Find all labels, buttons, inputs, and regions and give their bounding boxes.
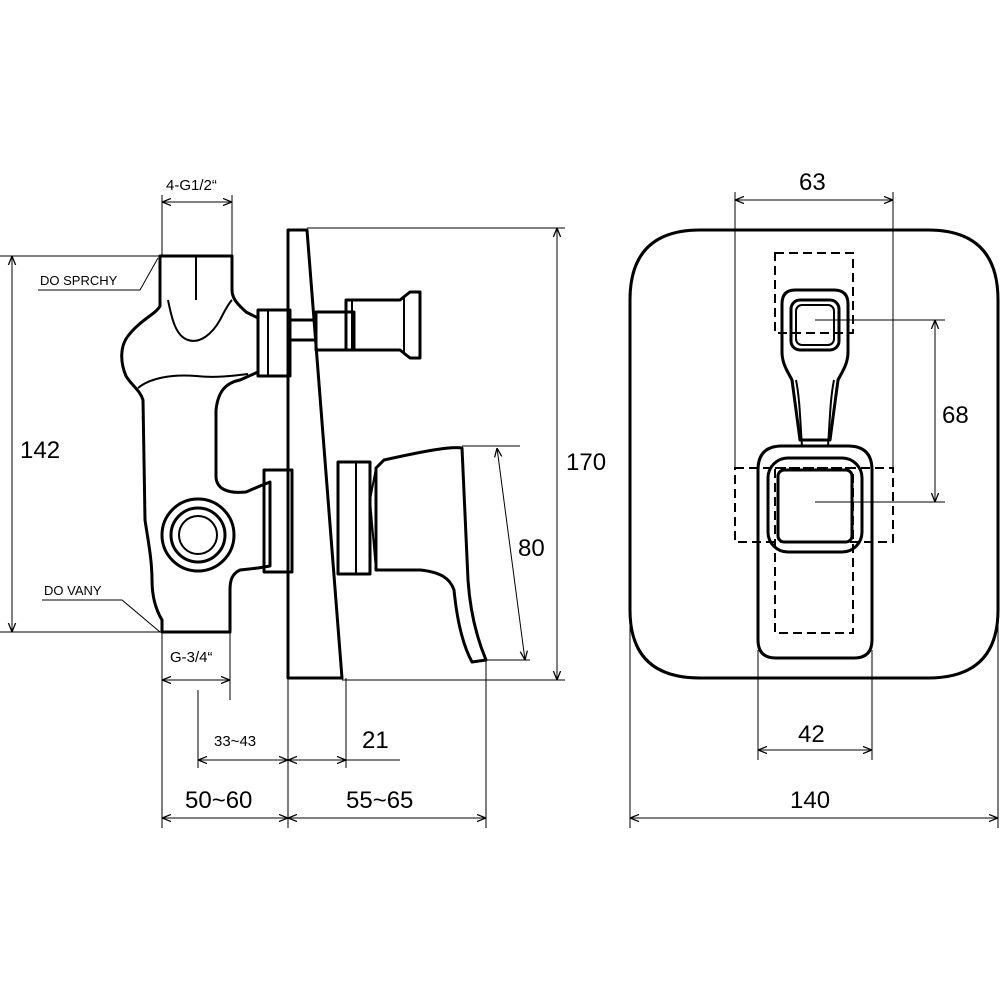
dim-handle-spacing: 68 (935, 320, 969, 502)
dim-plate-height: 170 (557, 228, 606, 680)
dim-lever-height-label: 80 (518, 535, 545, 562)
dim-body-depth-label: 50~60 (185, 787, 252, 814)
dim-plate-height-label: 170 (566, 449, 606, 476)
dim-plate-width-label: 140 (790, 787, 830, 814)
dim-lever-height: 80 (497, 448, 545, 660)
mixer-lever-side (262, 446, 488, 664)
dim-handle-spacing-label: 68 (942, 402, 969, 429)
label-bath-outlet: DO VANY (44, 583, 102, 598)
dim-lever-reach: 55~65 (288, 787, 486, 818)
dim-thread-top: 4-G1/2“ (162, 177, 232, 202)
dim-handle-width-label: 63 (799, 169, 826, 196)
front-extension-lines (629, 192, 999, 828)
diverter-knob (256, 290, 422, 378)
front-view: 63 68 42 140 (628, 169, 1000, 828)
dim-plate-offset-label: 21 (362, 727, 389, 754)
dim-lever-width: 42 (758, 721, 872, 750)
dim-lever-width-label: 42 (798, 721, 825, 748)
valve-body (120, 254, 272, 634)
dim-body-height-label: 142 (20, 437, 60, 464)
dim-install-depth-label: 33~43 (214, 733, 256, 750)
dim-install-depth: 33~43 (198, 733, 288, 760)
outlet-leaders (38, 257, 161, 633)
dim-lever-reach-label: 55~65 (346, 787, 413, 814)
dim-plate-offset: 21 (288, 727, 400, 760)
dim-body-depth: 50~60 (162, 787, 288, 818)
dim-thread-top-label: 4-G1/2“ (166, 177, 217, 194)
dim-plate-width: 140 (630, 787, 998, 818)
mixer-lever-front (756, 444, 874, 660)
extension-lines (0, 195, 565, 828)
dim-thread-bottom: G-3/4“ (162, 649, 230, 680)
side-view: DO SPRCHY DO VANY 4-G1/2“ G-3/4“ 142 170… (0, 177, 606, 828)
dim-body-height: 142 (12, 256, 60, 632)
cover-plate-front (628, 228, 1000, 680)
hidden-diverter-outline (774, 252, 854, 334)
cover-plate-side (286, 228, 344, 680)
diverter-knob-front (780, 288, 850, 447)
dim-handle-width: 63 (735, 169, 893, 200)
dim-thread-bottom-label: G-3/4“ (170, 649, 213, 666)
label-shower-outlet: DO SPRCHY (40, 273, 118, 288)
